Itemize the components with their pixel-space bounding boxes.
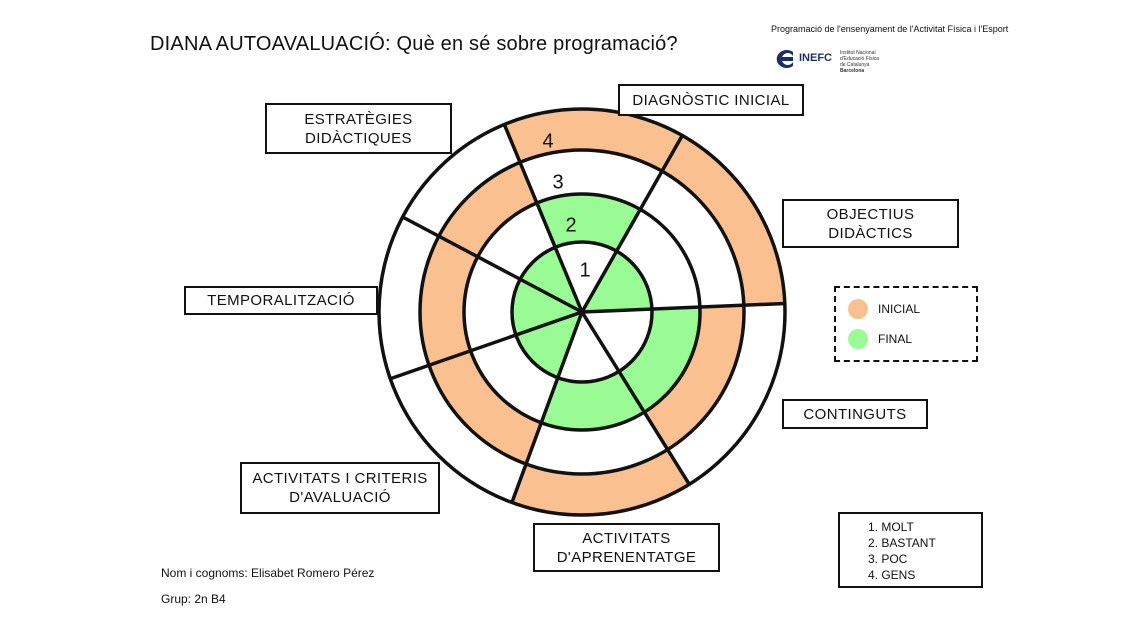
scale-item: 2. BASTANT	[868, 536, 936, 550]
final-band	[582, 251, 652, 312]
ring-number: 2	[565, 214, 576, 236]
scale-item: 4. GENS	[868, 568, 916, 582]
sector-divider	[580, 134, 684, 313]
initial-band	[419, 236, 478, 366]
ring-number: 1	[579, 259, 590, 281]
logo-line: d'Educació Física	[840, 56, 880, 62]
student-group: Grup: 2n B4	[161, 592, 226, 606]
final-band	[536, 193, 641, 252]
sector-divider	[401, 215, 583, 314]
legend-label: INICIAL	[878, 302, 921, 316]
target-ring	[418, 148, 746, 476]
final-band	[618, 307, 700, 413]
label-continguts: CONTINGUTS	[782, 399, 928, 429]
logo-city: Barcelona	[840, 68, 865, 74]
scale-item: 3. POC	[868, 552, 908, 566]
logo-name: INEFC	[799, 52, 832, 64]
final-band	[512, 279, 582, 336]
target-ring	[510, 240, 654, 384]
initial-band	[438, 162, 537, 257]
page-title: DIANA AUTOAVALUACIÓ: Què en sé sobre pro…	[150, 33, 678, 55]
sector-divider	[510, 311, 584, 504]
student-name: Nom i cognoms: Elisabet Romero Pérez	[161, 566, 375, 580]
logo-line: de Catalunya	[840, 62, 870, 68]
legend-swatch-icon	[848, 299, 868, 319]
inefc-logo: INEFC Institut Nacional d'Educació Físic…	[771, 48, 879, 74]
logo-line: Institut Nacional	[840, 50, 876, 56]
scale-item: 1. MOLT	[868, 520, 914, 534]
legend-label: FINAL	[878, 332, 913, 346]
logo-text: Institut Nacional d'Educació Física de C…	[840, 50, 879, 74]
sector-divider	[389, 310, 583, 381]
legend: INICIAL FINAL	[834, 286, 978, 362]
ring-number: 4	[542, 130, 553, 152]
target-ring	[462, 192, 702, 432]
initial-band	[511, 449, 690, 515]
initial-band	[429, 350, 542, 465]
sector-divider	[580, 311, 691, 486]
ring-number: 3	[552, 171, 563, 193]
final-band	[520, 247, 582, 312]
legend-swatch-icon	[848, 329, 868, 349]
label-temporalitzacio: TEMPORALITZACIÓ	[184, 286, 378, 315]
label-diagnostic-inicial: DIAGNÒSTIC INICIAL	[618, 84, 804, 116]
legend-item-inicial: INICIAL	[848, 299, 920, 319]
legend-item-final: FINAL	[848, 329, 912, 349]
final-band	[541, 371, 645, 430]
initial-band	[662, 135, 785, 306]
sector-divider	[581, 301, 785, 314]
inefc-logo-icon	[776, 50, 793, 68]
sector-divider	[502, 123, 584, 313]
target-ring	[377, 107, 787, 517]
course-name: Programació de l'ensenyament de l'Activi…	[771, 24, 1009, 34]
scale-box: 1. MOLT 2. BASTANT 3. POC 4. GENS	[838, 512, 983, 588]
initial-band	[504, 108, 683, 172]
initial-band	[644, 305, 745, 450]
